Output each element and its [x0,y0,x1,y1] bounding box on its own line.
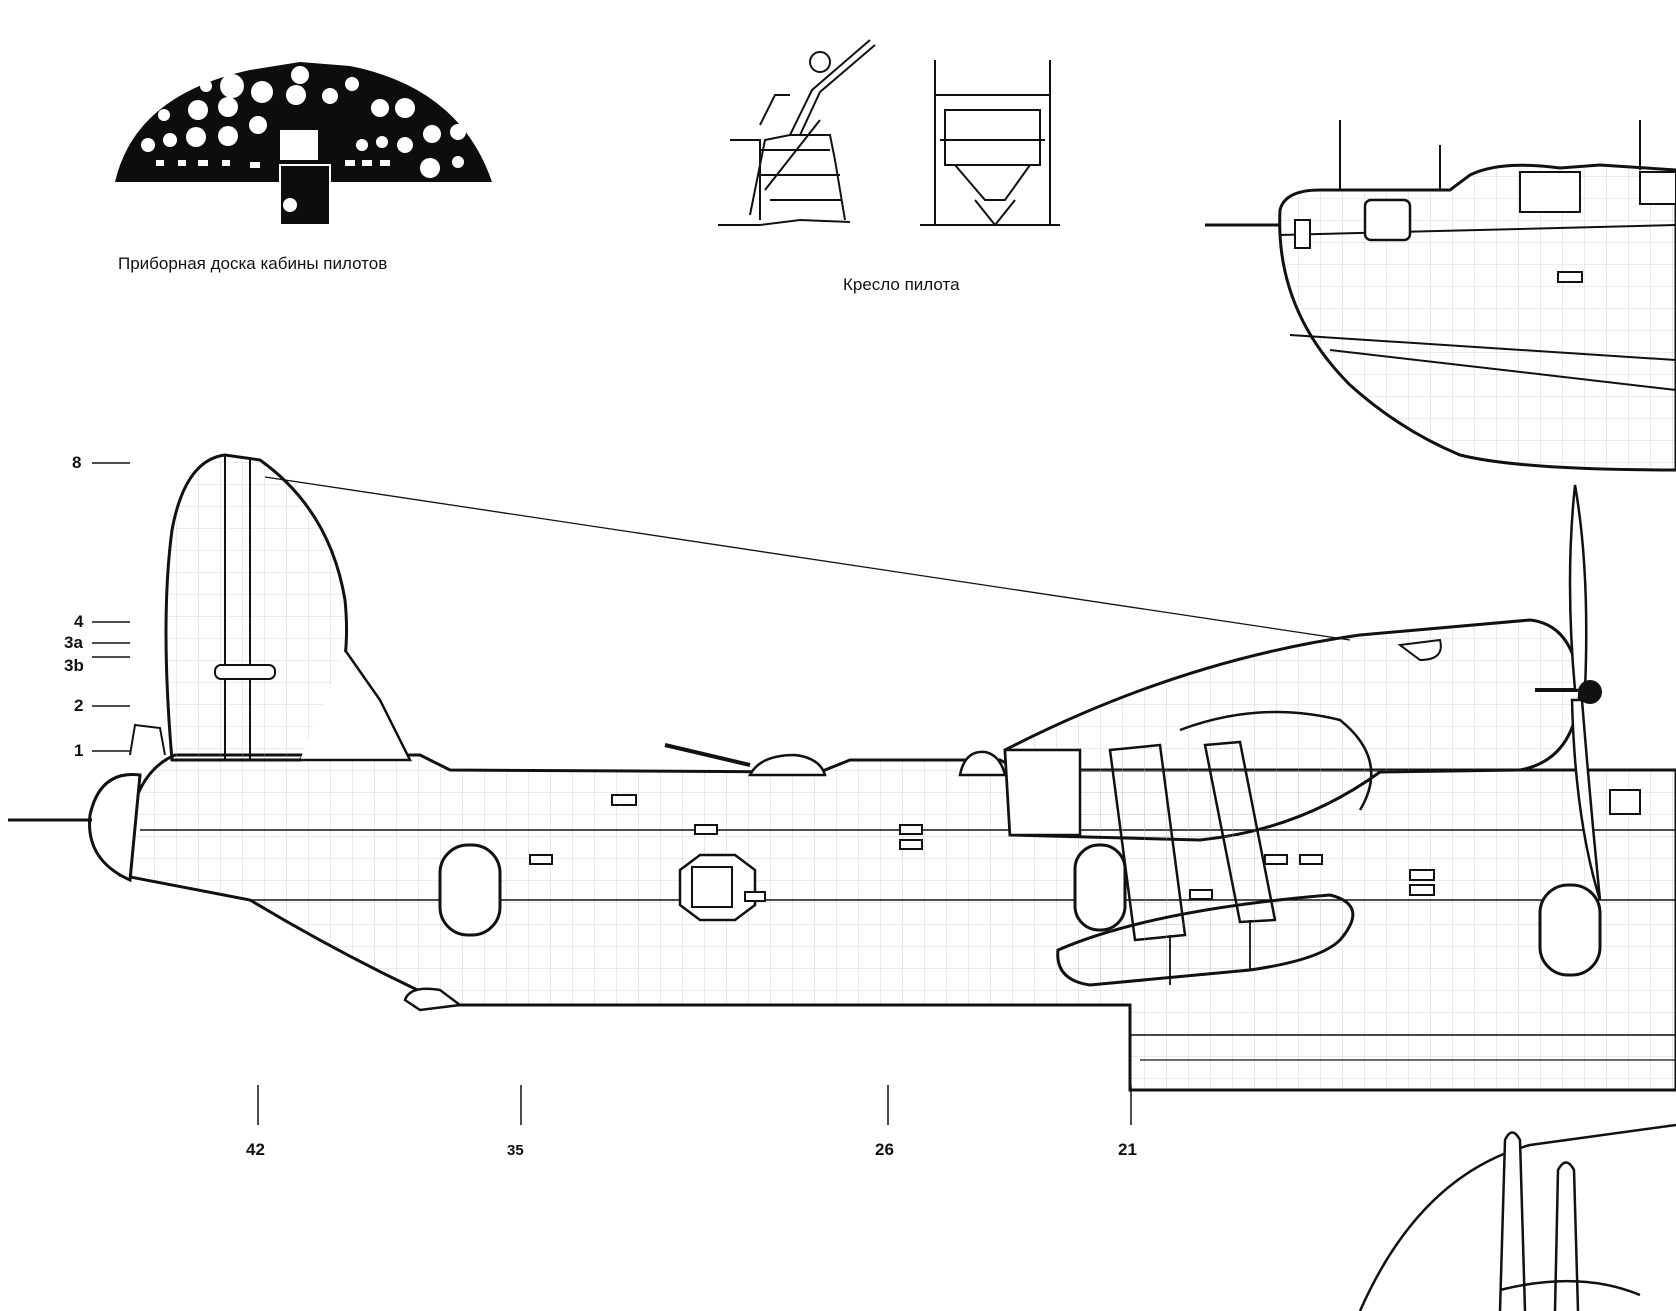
bottom-view-detail [1358,1123,1676,1311]
wing-float [1056,740,1355,987]
station-label-2: 2 [74,696,84,715]
station-label-8: 8 [72,453,82,472]
antenna-wire [264,476,1351,641]
pilot-seat-caption: Кресло пилота [843,275,960,294]
frame-label-21: 21 [1118,1140,1137,1159]
station-label-4: 4 [74,612,84,631]
station-label-3b: 3b [64,656,84,675]
tail-fin [164,453,413,762]
main-fuselage [8,723,1676,1092]
pilot-seat-side [718,39,876,226]
instrument-panel-caption: Приборная доска кабины пилотов [118,254,388,273]
pilot-seat-front [920,60,1060,227]
frame-label-26: 26 [875,1140,894,1159]
station-label-3a: 3a [64,633,83,652]
station-label-1: 1 [74,741,84,760]
frame-ticks [257,1085,1132,1125]
frame-label-42: 42 [246,1140,265,1159]
frame-label-35: 35 [507,1142,524,1159]
instrument-panel [115,62,492,226]
station-ticks [92,462,130,752]
nose-detail [1205,120,1676,472]
dorsal-turret [664,743,1007,777]
